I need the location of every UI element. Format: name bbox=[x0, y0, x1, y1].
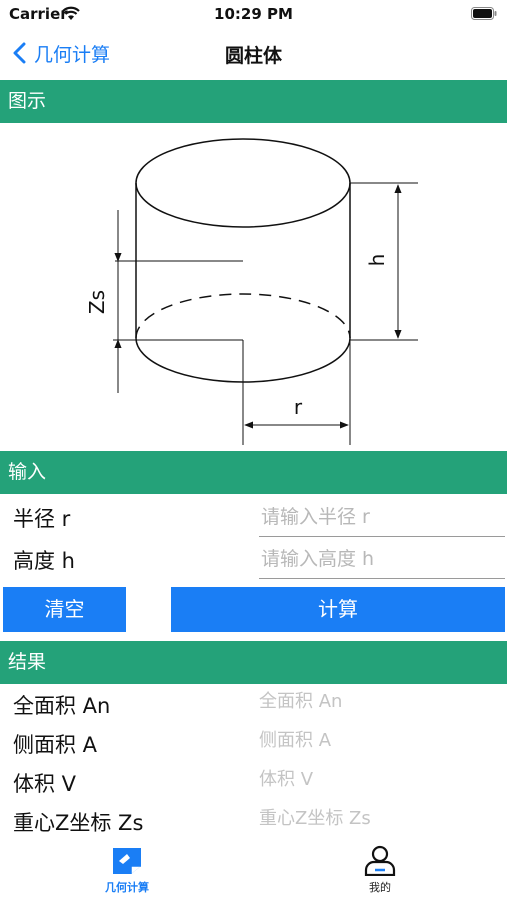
section-header-input: 输入 bbox=[0, 451, 507, 494]
radius-row: 半径 r bbox=[0, 497, 507, 539]
height-input[interactable] bbox=[259, 539, 505, 579]
carrier-label: Carrier bbox=[9, 5, 68, 23]
tab-geometry[interactable]: 几何计算 bbox=[67, 844, 187, 895]
section-header-result: 结果 bbox=[0, 641, 507, 684]
height-label: 高度 h bbox=[13, 549, 75, 573]
tab-mine[interactable]: 我的 bbox=[320, 844, 440, 895]
total-area-value: 全面积 An bbox=[259, 691, 343, 712]
label-h: h bbox=[365, 254, 389, 267]
geometry-icon bbox=[113, 848, 141, 874]
cylinder-figure: h Zs r bbox=[85, 138, 418, 445]
result-row-lateral-area: 侧面积 A 侧面积 A bbox=[0, 726, 507, 764]
chevron-left-icon bbox=[13, 42, 26, 64]
status-bar: Carrier 10:29 PM bbox=[0, 0, 507, 30]
lateral-area-value: 侧面积 A bbox=[259, 730, 332, 751]
height-row: 高度 h bbox=[0, 539, 507, 581]
cylinder-diagram: h Zs r bbox=[0, 123, 507, 450]
navigation-bar: 几何计算 圆柱体 bbox=[0, 30, 507, 78]
centroid-label: 重心Z坐标 Zs bbox=[13, 811, 144, 835]
volume-value: 体积 V bbox=[259, 769, 314, 790]
tab-mine-label: 我的 bbox=[369, 881, 391, 894]
tab-bar: 几何计算 我的 bbox=[0, 840, 507, 900]
lateral-area-label: 侧面积 A bbox=[13, 733, 98, 757]
status-time: 10:29 PM bbox=[214, 5, 293, 23]
battery-icon bbox=[471, 7, 497, 20]
back-label: 几何计算 bbox=[34, 43, 111, 66]
radius-input[interactable] bbox=[259, 497, 505, 537]
result-row-total-area: 全面积 An 全面积 An bbox=[0, 687, 507, 725]
page-title: 圆柱体 bbox=[224, 45, 282, 67]
clear-button[interactable]: 清空 bbox=[3, 587, 126, 632]
label-r: r bbox=[294, 395, 303, 419]
radius-label: 半径 r bbox=[13, 507, 71, 531]
wifi-icon bbox=[62, 6, 80, 20]
person-icon bbox=[364, 845, 396, 876]
total-area-label: 全面积 An bbox=[13, 694, 111, 718]
result-row-volume: 体积 V 体积 V bbox=[0, 765, 507, 803]
centroid-value: 重心Z坐标 Zs bbox=[259, 808, 371, 829]
label-zs: Zs bbox=[85, 290, 109, 314]
section-header-diagram: 图示 bbox=[0, 80, 507, 123]
calculate-button[interactable]: 计算 bbox=[171, 587, 505, 632]
tab-geometry-label: 几何计算 bbox=[105, 881, 149, 894]
result-row-centroid: 重心Z坐标 Zs 重心Z坐标 Zs bbox=[0, 804, 507, 842]
back-button[interactable]: 几何计算 bbox=[12, 38, 110, 68]
volume-label: 体积 V bbox=[13, 772, 77, 796]
